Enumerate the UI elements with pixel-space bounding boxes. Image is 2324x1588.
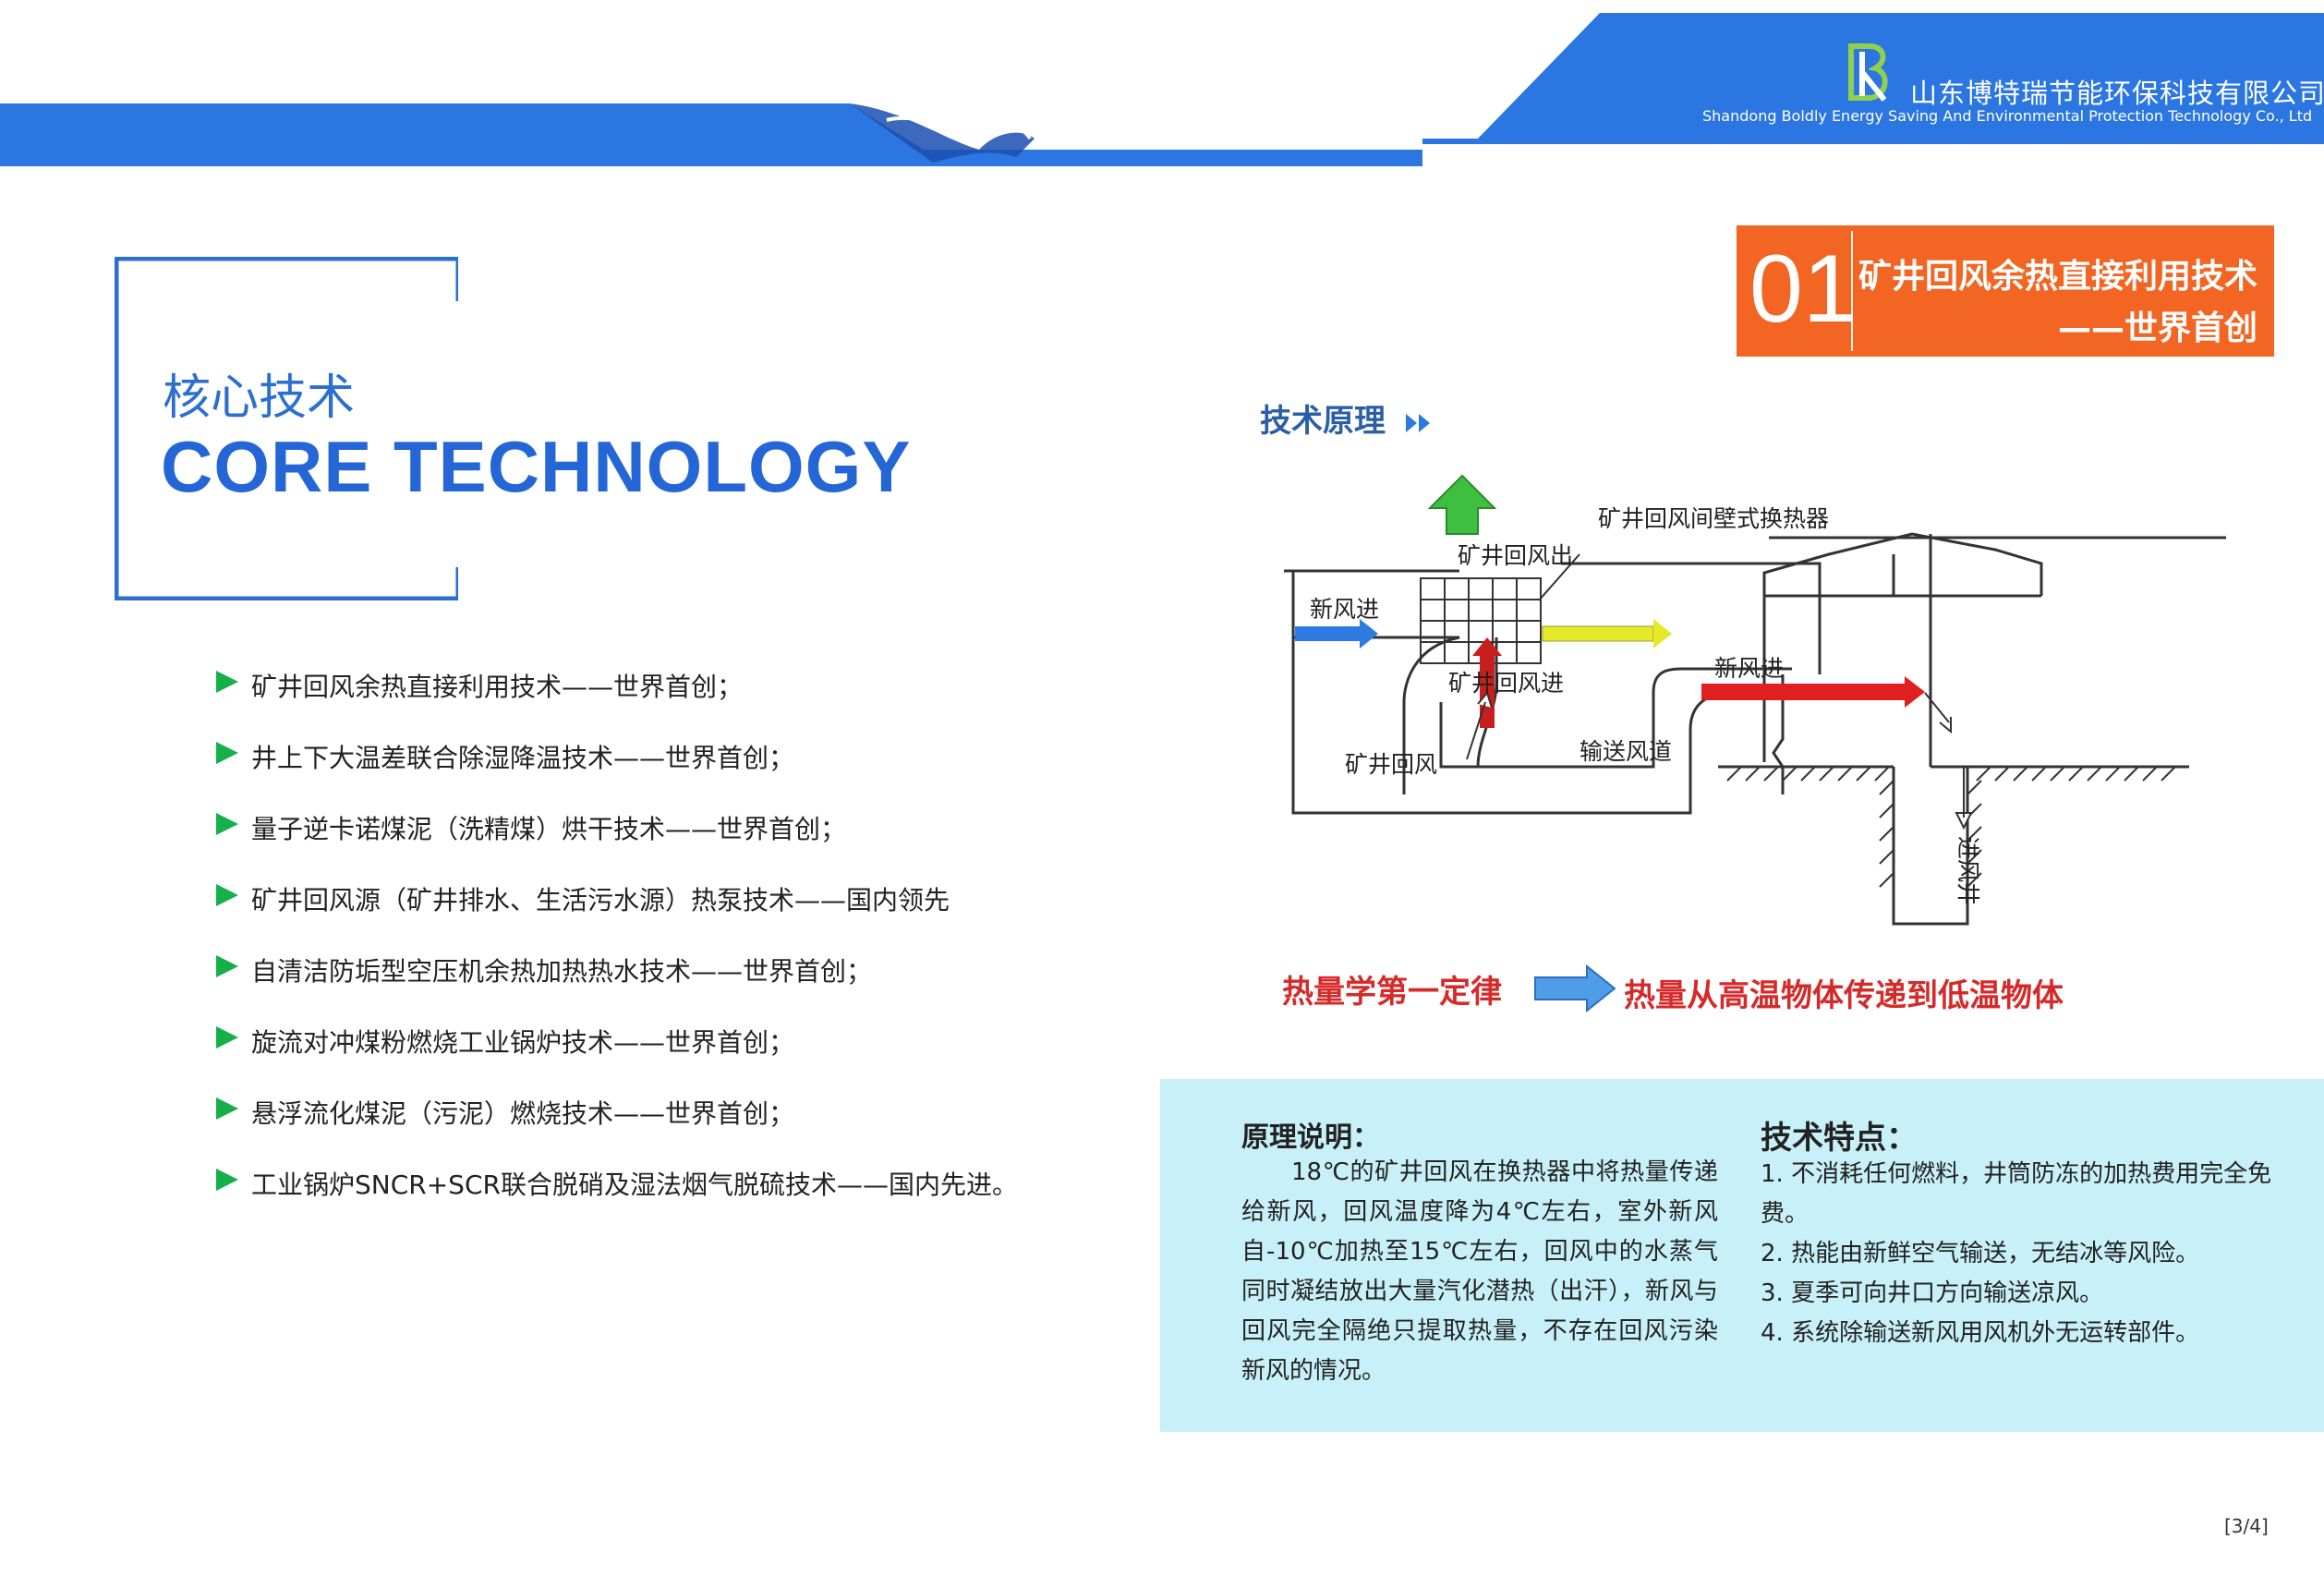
badge-number: 01: [1749, 236, 1857, 343]
bullet-triangle-icon: [216, 671, 238, 693]
bullet-triangle-icon: [216, 1169, 238, 1191]
list-item: 3. 夏季可向井口方向输送凉风。: [1761, 1279, 2104, 1307]
list-item-text: 旋流对冲煤粉燃烧工业锅炉技术——世界首创；: [251, 1027, 795, 1058]
header-ribbon-swirl: [886, 115, 1032, 140]
principle-diagram: 矿井回风间壁式换热器 矿井回风出 新风进 矿井回风进 新风进 矿井回风 输送风道…: [1284, 474, 2226, 926]
list-item: 4. 系统除输送新风用风机外无运转部件。: [1761, 1319, 2200, 1347]
diagram-label-fresh-in-right: 新风进: [1714, 655, 1784, 682]
bullet-triangle-icon: [216, 742, 238, 764]
factory-building: [1762, 532, 2043, 926]
list-item: 矿井回风余热直接利用技术——世界首创；: [216, 667, 1018, 738]
list-item-text: 工业锅炉SNCR+SCR联合脱硝及湿法烟气脱硫技术——国内先进。: [251, 1170, 1018, 1200]
hatch-marks-left: [1726, 766, 1890, 782]
bullet-triangle-icon: [216, 1026, 238, 1049]
list-item-text: 悬浮流化煤泥（污泥）燃烧技术——世界首创；: [251, 1098, 795, 1129]
company-logo: [1848, 43, 1888, 102]
technology-list: 矿井回风余热直接利用技术——世界首创； 井上下大温差联合除湿降温技术——世界首创…: [216, 667, 1018, 1236]
list-item: 1. 不消耗任何燃料，井筒防冻的加热费用完全免费。: [1761, 1160, 2272, 1228]
list-item-text: 矿井回风源（矿井排水、生活污水源）热泵技术——国内领先: [251, 885, 950, 915]
bullet-triangle-icon: [216, 884, 238, 906]
bullet-triangle-icon: [216, 955, 238, 977]
down-arrows: [1924, 692, 1973, 830]
double-arrow-icon: [1405, 403, 1430, 440]
principle-heading-text: 技术原理: [1260, 403, 1386, 440]
diagram-label-fresh-in-left: 新风进: [1310, 596, 1379, 623]
badge-divider: [1851, 231, 1853, 351]
header-band-left: [0, 103, 1422, 166]
green-up-arrow: [1427, 474, 1497, 535]
law-left-text: 热量学第一定律: [1282, 974, 1502, 1011]
building-outline: [1769, 536, 2226, 794]
list-item: 自清洁防垢型空压机余热加热热水技术——世界首创；: [216, 952, 1018, 1023]
law-right-text: 热量从高温物体传递到低温物体: [1624, 977, 2064, 1014]
list-item: 2. 热能由新鲜空气输送，无结冰等风险。: [1761, 1240, 2200, 1267]
badge-title-line1: 矿井回风余热直接利用技术: [1858, 258, 2257, 296]
explain-body: 18℃的矿井回风在换热器中将热量传递给新风，回风温度降为4℃左右，室外新风自-1…: [1241, 1158, 1718, 1385]
section-title-en: CORE TECHNOLOGY: [161, 426, 912, 507]
white-diagonal-arrow: [1466, 690, 1493, 760]
header-band-right: [1422, 13, 2324, 144]
technology-badge: 01 矿井回风余热直接利用技术 ——世界首创: [1737, 225, 2274, 357]
section-title-cn: 核心技术: [163, 370, 356, 426]
law-arrow-icon: [1534, 964, 1616, 1012]
diagram-label-duct: 输送风道: [1580, 738, 1672, 765]
list-item: 工业锅炉SNCR+SCR联合脱硝及湿法烟气脱硫技术——国内先进。: [216, 1165, 1018, 1236]
company-name-cn: 山东博特瑞节能环保科技有限公司: [1910, 78, 2324, 109]
title-frame: [115, 257, 458, 600]
page-number: [3/4]: [2224, 1515, 2269, 1537]
explanation-panel: 原理说明： 18℃的矿井回风在换热器中将热量传递给新风，回风温度降为4℃左右，室…: [1160, 1079, 2324, 1432]
list-item: 井上下大温差联合除湿降温技术——世界首创；: [216, 738, 1018, 809]
red-fresh-air-arrow: [1701, 676, 1925, 708]
list-item: 悬浮流化煤泥（污泥）燃烧技术——世界首创；: [216, 1094, 1018, 1165]
diagram-label-exchanger: 矿井回风间壁式换热器: [1598, 505, 1829, 532]
bullet-triangle-icon: [216, 813, 238, 835]
tunnel-outline: [1284, 569, 1792, 815]
hatch-marks-shaft: [1879, 780, 1982, 888]
diagram-label-return-out: 矿井回风出: [1458, 542, 1573, 569]
company-name-en: Shandong Boldly Energy Saving And Enviro…: [1702, 107, 2313, 125]
principle-heading: 技术原理: [1260, 395, 1430, 441]
explain-title: 原理说明：: [1241, 1121, 1380, 1154]
list-item: 旋流对冲煤粉燃烧工业锅炉技术——世界首创；: [216, 1023, 1018, 1094]
header-banner: [0, 13, 2324, 166]
features-list: 1. 不消耗任何燃料，井筒防冻的加热费用完全免费。 2. 热能由新鲜空气输送，无…: [1761, 1155, 2278, 1353]
features-title: 技术特点：: [1761, 1120, 1918, 1157]
list-item-text: 井上下大温差联合除湿降温技术——世界首创；: [251, 743, 795, 773]
diagram-label-shaft: 进风井: [1955, 836, 1981, 905]
hatch-marks-right: [1976, 766, 2176, 782]
yellow-air-arrow: [1542, 619, 1672, 649]
list-item-text: 量子逆卡诺煤泥（洗精煤）烘干技术——世界首创；: [251, 814, 847, 844]
list-item: 量子逆卡诺煤泥（洗精煤）烘干技术——世界首创；: [216, 809, 1018, 880]
diagram-label-mine-return: 矿井回风: [1345, 751, 1437, 778]
blue-fresh-air-arrow: [1295, 619, 1378, 649]
diagram-label-return-in: 矿井回风进: [1448, 670, 1564, 697]
list-item: 矿井回风源（矿井排水、生活污水源）热泵技术——国内领先: [216, 880, 1018, 952]
bullet-triangle-icon: [216, 1097, 238, 1120]
list-item-text: 矿井回风余热直接利用技术——世界首创；: [251, 672, 744, 702]
list-item-text: 自清洁防垢型空压机余热加热热水技术——世界首创；: [251, 956, 873, 987]
badge-title-line2: ——世界首创: [2057, 309, 2257, 347]
